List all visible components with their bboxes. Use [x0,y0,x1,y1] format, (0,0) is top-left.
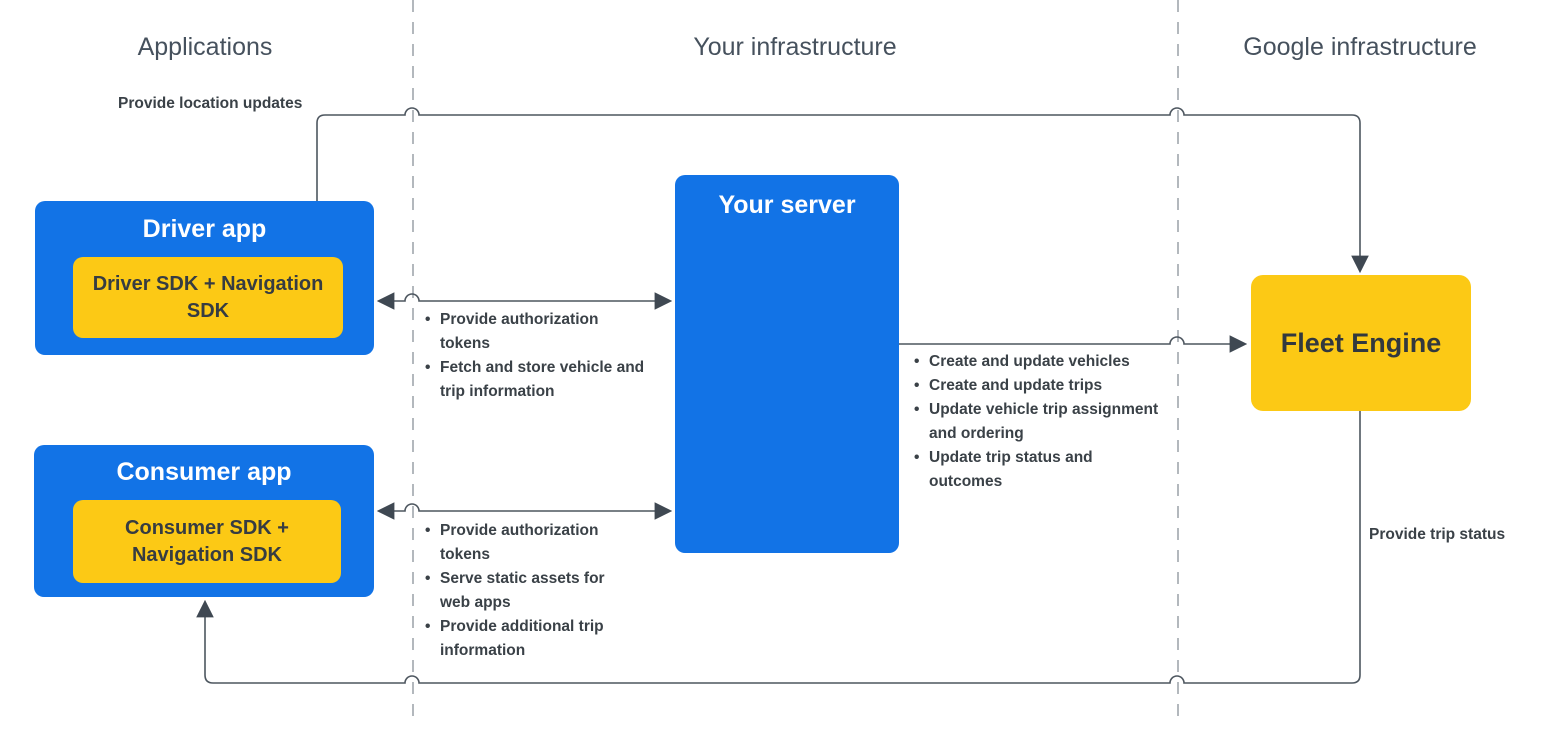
arrow-consumer-server-bidirectional [376,502,673,520]
bullet-list-driver-server: Provide authorization tokens Fetch and s… [425,308,647,404]
node-fleet-engine: Fleet Engine [1251,275,1471,411]
label-provide-trip-status: Provide trip status [1369,526,1506,543]
column-header-your-infrastructure: Your infrastructure [693,33,897,61]
bullet-list-server-fleet: Create and update vehicles Create and up… [914,350,1166,494]
consumer-app-title: Consumer app [116,458,292,486]
node-driver-sdk: Driver SDK + Navigation SDK [73,257,343,338]
bullet-item: Fetch and store vehicle and trip informa… [425,356,647,404]
bullet-item: Provide additional trip information [425,615,635,663]
bullet-item: Create and update trips [914,374,1166,398]
bullet-item: Serve static assets for web apps [425,567,635,615]
bullet-item: Update trip status and outcomes [914,446,1166,494]
bullet-item: Create and update vehicles [914,350,1166,374]
arrow-driver-server-bidirectional [376,292,673,310]
driver-app-title: Driver app [142,215,267,243]
node-consumer-sdk: Consumer SDK + Navigation SDK [73,500,341,583]
arrow-server-to-fleet [899,335,1248,353]
column-header-google-infrastructure: Google infrastructure [1243,33,1477,61]
bullet-item: Update vehicle trip assignment and order… [914,398,1166,446]
arrow-fleet-to-consumer-trip-status [196,411,1361,684]
arrow-driver-to-fleet-location-updates [316,107,1369,274]
label-provide-location-updates: Provide location updates [118,95,303,112]
fleet-engine-title: Fleet Engine [1280,327,1442,358]
your-server-title: Your server [718,191,856,219]
node-driver-app: Driver app Driver SDK + Navigation SDK [35,201,374,355]
node-your-server: Your server [675,175,899,553]
bullet-list-consumer-server: Provide authorization tokens Serve stati… [425,519,635,663]
bullet-item: Provide authorization tokens [425,308,647,356]
bullet-item: Provide authorization tokens [425,519,635,567]
column-header-applications: Applications [137,33,273,61]
node-consumer-app: Consumer app Consumer SDK + Navigation S… [34,445,374,597]
